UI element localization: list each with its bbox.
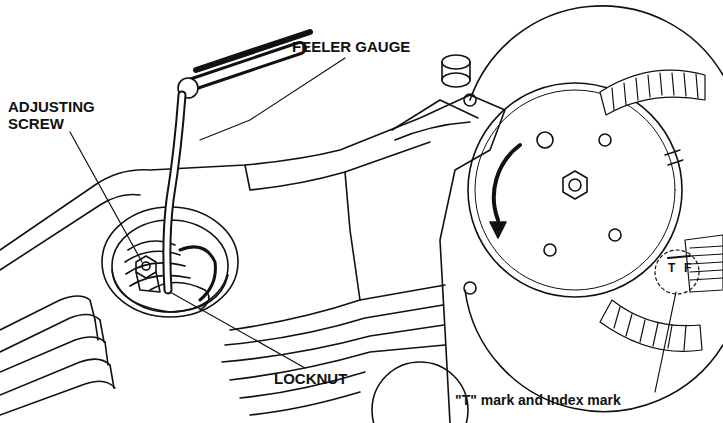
part-label: "T" mark and Index mark bbox=[455, 392, 723, 408]
feeler-gauge bbox=[167, 32, 310, 290]
flywheel-rotor bbox=[464, 6, 723, 412]
cylinder-head bbox=[0, 55, 505, 423]
part-label: FEELER GAUGE bbox=[292, 38, 452, 55]
part-label: ADJUSTING SCREW bbox=[8, 98, 118, 133]
part-label: LOCKNUT bbox=[274, 370, 394, 387]
leader-lines bbox=[70, 58, 676, 392]
timing-mark: T bbox=[668, 262, 682, 276]
timing-mark: F bbox=[684, 262, 698, 276]
